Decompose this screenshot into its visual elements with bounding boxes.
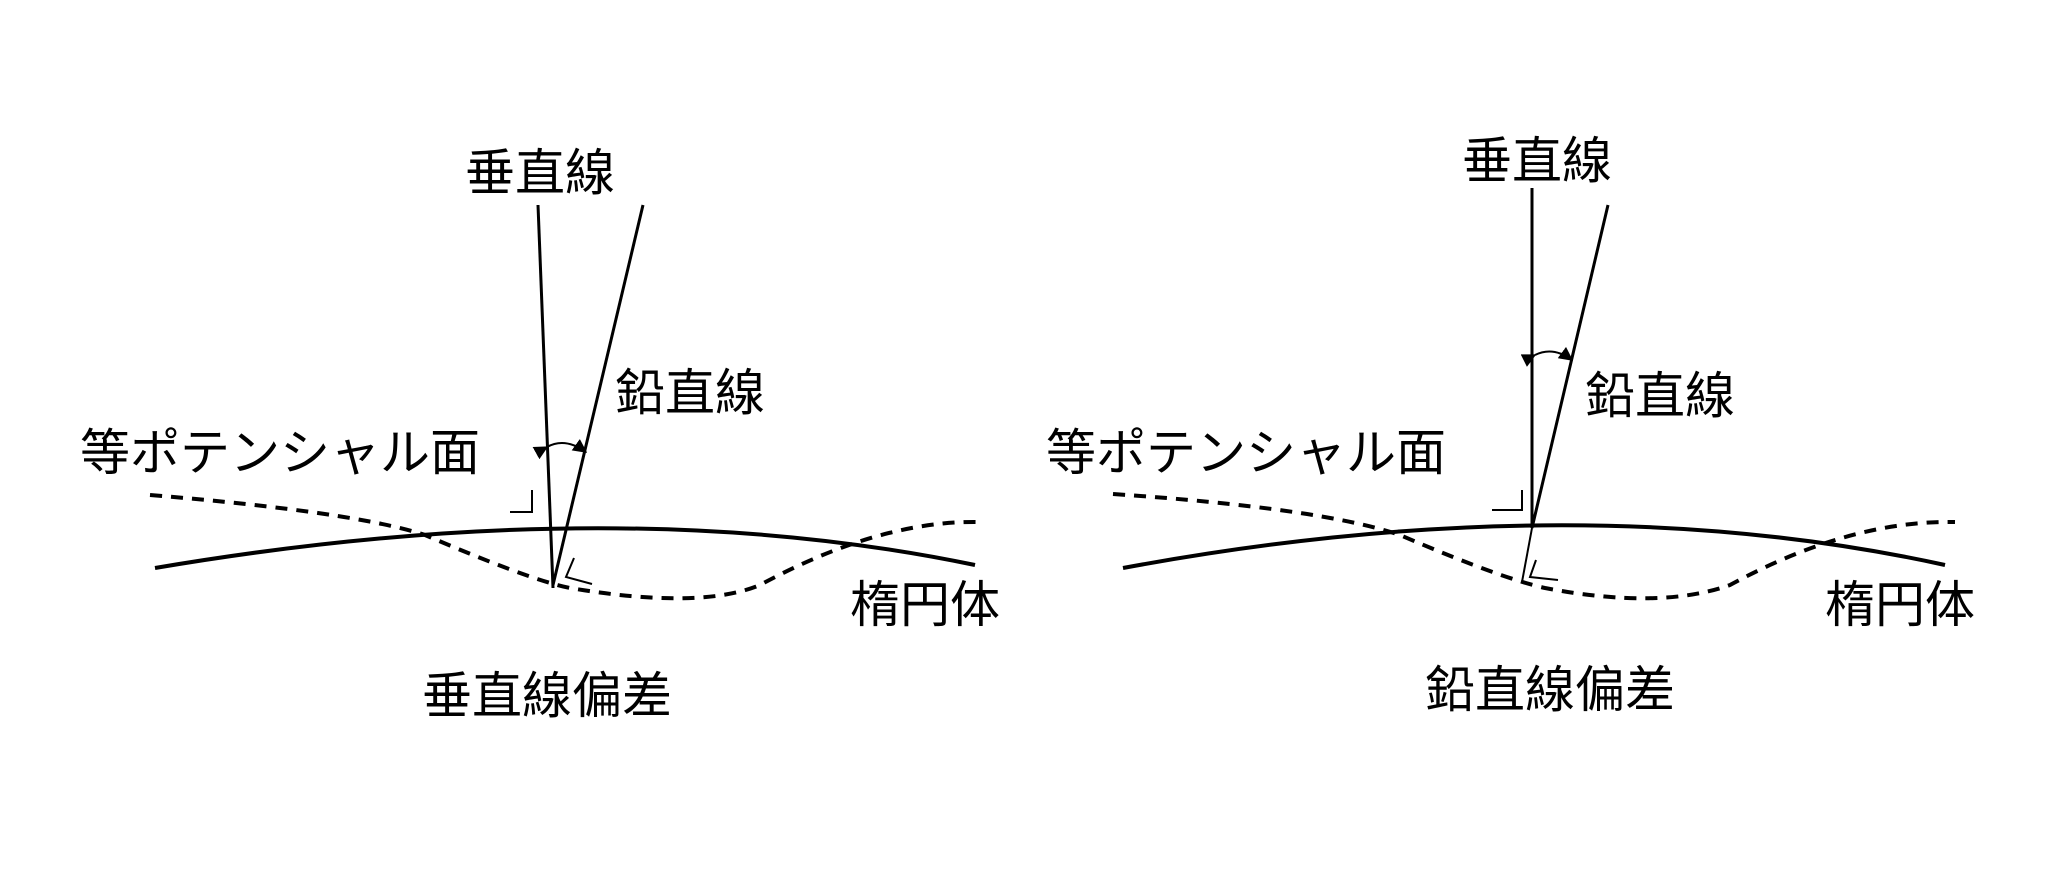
- caption-right: 鉛直線偏差: [1425, 661, 1675, 719]
- right-angle-mark-ellipsoid: [1492, 490, 1523, 511]
- panel-left: 垂直線 鉛直線 等ポテンシャル面 楕円体 垂直線偏差: [80, 144, 1000, 725]
- right-angle-mark-equipotential: [1521, 527, 1533, 583]
- label-equipotential-surface: 等ポテンシャル面: [1046, 424, 1446, 482]
- right-angle-mark-equipotential: [1528, 559, 1559, 581]
- right-angle-mark-ellipsoid: [510, 490, 533, 513]
- plumb-line: [551, 204, 645, 586]
- label-ellipsoid: 楕円体: [850, 576, 1000, 634]
- deflection-angle-arrow: [532, 438, 588, 460]
- caption-left: 垂直線偏差: [422, 667, 672, 725]
- label-equipotential-surface: 等ポテンシャル面: [80, 424, 480, 482]
- equipotential-surface: [149, 493, 981, 601]
- right-angle-mark-equipotential: [564, 557, 593, 585]
- label-plumb-line: 鉛直線: [615, 364, 765, 422]
- label-vertical-line: 垂直線: [465, 144, 615, 202]
- panel-right: 垂直線 鉛直線 等ポテンシャル面 楕円体 鉛直線偏差: [1046, 132, 1975, 719]
- equipotential-surface: [1112, 492, 1956, 601]
- ellipsoid-curve: [154, 526, 976, 570]
- label-ellipsoid: 楕円体: [1825, 576, 1975, 634]
- label-plumb-line: 鉛直線: [1585, 367, 1735, 425]
- label-vertical-line: 垂直線: [1462, 132, 1612, 190]
- ellipsoid-curve: [1122, 523, 1946, 570]
- vertical-line: [536, 204, 555, 589]
- deflection-angle-arrow: [1520, 346, 1574, 367]
